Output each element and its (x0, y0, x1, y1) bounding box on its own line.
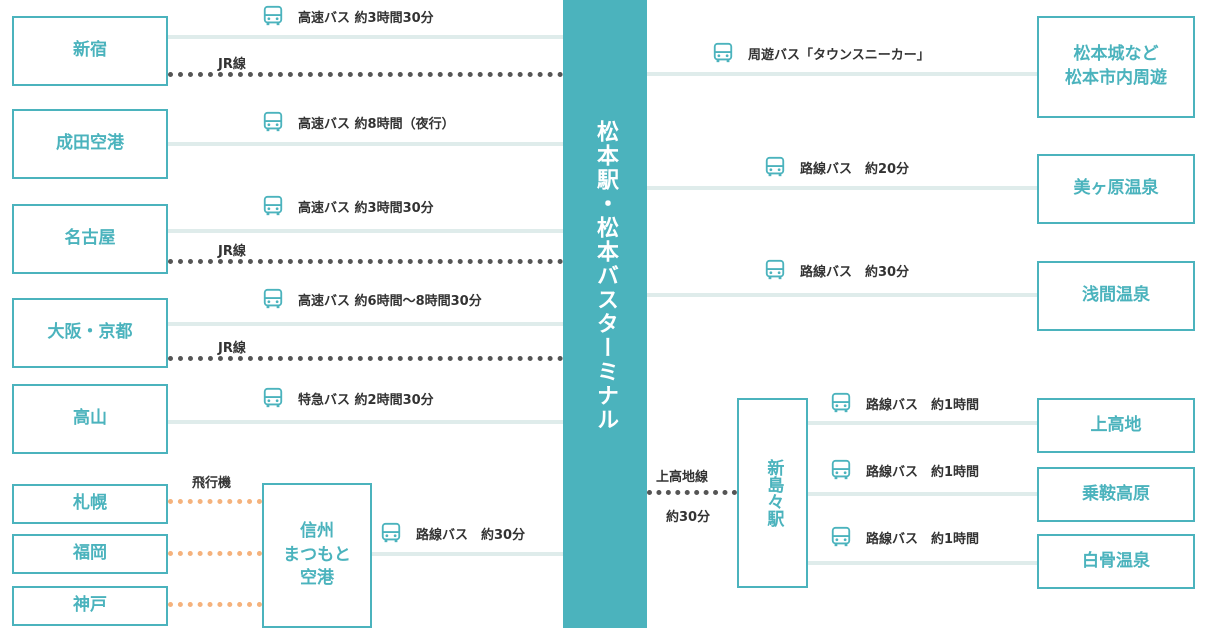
bus-icon (263, 387, 283, 408)
route-text: 特急バス 約2時間30分 (298, 392, 434, 408)
origin-label: 名古屋 (64, 228, 116, 249)
dest-asama-onsen[interactable]: 浅間温泉 (1037, 261, 1195, 331)
bus-icon (765, 156, 785, 177)
origin-kobe[interactable]: 神戸 (12, 586, 168, 626)
route-line (168, 322, 563, 326)
kamikochi-line (647, 490, 737, 495)
origin-label: 福岡 (73, 543, 107, 564)
dest-label: 上高地 (1090, 414, 1142, 435)
jr-label: JR線 (218, 57, 246, 72)
origin-takayama[interactable]: 高山 (12, 384, 168, 454)
station-label: 新島々駅 (763, 459, 784, 527)
matsumoto-hub: 松本駅・松本バスターミナル (563, 0, 647, 628)
bus-icon (831, 459, 851, 480)
route-line (647, 293, 1037, 297)
route-text: 高速バス 約3時間30分 (298, 10, 434, 26)
origin-narita-airport[interactable]: 成田空港 (12, 109, 168, 179)
route-label: 高速バス 約3時間30分 (262, 5, 434, 27)
origin-nagoya[interactable]: 名古屋 (12, 204, 168, 274)
route-text: 路線バス 約1時間 (866, 397, 980, 413)
bus-icon (263, 195, 283, 216)
route-text: 路線バス 約1時間 (866, 531, 980, 547)
route-label: 路線バス 約1時間 (830, 526, 979, 548)
flight-line (168, 499, 262, 504)
route-text: 高速バス 約8時間（夜行） (298, 116, 455, 132)
route-text: 路線バス 約20分 (800, 161, 910, 177)
origin-label: 神戸 (73, 595, 107, 616)
route-label: 路線バス 約30分 (380, 522, 525, 544)
route-text: 路線バス 約1時間 (866, 464, 980, 480)
route-line (808, 492, 1037, 496)
bus-icon (263, 111, 283, 132)
bus-icon (381, 522, 401, 543)
origin-label: 大阪・京都 (47, 322, 133, 343)
route-label: 高速バス 約8時間（夜行） (262, 111, 455, 133)
route-line (647, 72, 1037, 76)
route-line (168, 229, 563, 233)
route-line (647, 186, 1037, 190)
route-line (370, 552, 563, 556)
route-text: 周遊バス「タウンスニーカー」 (748, 47, 930, 63)
dest-kamikochi[interactable]: 上高地 (1037, 398, 1195, 453)
hub-label: 松本駅・松本バスターミナル (593, 120, 618, 432)
route-label: 高速バス 約6時間〜8時間30分 (262, 288, 482, 310)
airport-label: 信州 まつもと 空港 (283, 520, 351, 589)
kamikochi-line-label: 上高地線 (656, 470, 709, 485)
jr-label: JR線 (218, 341, 246, 356)
jr-line (168, 356, 563, 361)
origin-fukuoka[interactable]: 福岡 (12, 534, 168, 574)
origin-label: 高山 (73, 408, 107, 429)
route-label: 路線バス 約1時間 (830, 392, 979, 414)
dest-matsumoto-city[interactable]: 松本城など 松本市内周遊 (1037, 16, 1195, 118)
flight-label: 飛行機 (192, 476, 232, 491)
jr-line (168, 259, 563, 264)
shinshu-matsumoto-airport[interactable]: 信州 まつもと 空港 (262, 483, 372, 628)
bus-icon (831, 392, 851, 413)
route-line (168, 420, 563, 424)
route-line (168, 142, 563, 146)
origin-shinjuku[interactable]: 新宿 (12, 16, 168, 86)
jr-label: JR線 (218, 244, 246, 259)
route-text: 路線バス 約30分 (416, 527, 526, 543)
route-text: 路線バス 約30分 (800, 264, 910, 280)
route-label: 路線バス 約1時間 (830, 459, 979, 481)
dest-label: 松本城など 松本市内周遊 (1065, 44, 1167, 88)
route-text: 高速バス 約3時間30分 (298, 200, 434, 216)
route-line (168, 35, 563, 39)
origin-label: 新宿 (73, 40, 107, 61)
jr-line (168, 72, 563, 77)
bus-icon (263, 288, 283, 309)
route-line (808, 421, 1037, 425)
route-label: 路線バス 約30分 (764, 259, 909, 281)
route-label: 高速バス 約3時間30分 (262, 195, 434, 217)
bus-icon (765, 259, 785, 280)
bus-icon (263, 5, 283, 26)
flight-line (168, 602, 262, 607)
dest-utsukushigahara-onsen[interactable]: 美ヶ原温泉 (1037, 154, 1195, 224)
route-line (808, 561, 1037, 565)
route-text: 高速バス 約6時間〜8時間30分 (298, 293, 482, 309)
dest-label: 乗鞍高原 (1082, 483, 1150, 504)
route-label: 周遊バス「タウンスニーカー」 (712, 42, 930, 64)
dest-shirahone-onsen[interactable]: 白骨温泉 (1037, 534, 1195, 589)
origin-osaka-kyoto[interactable]: 大阪・京都 (12, 298, 168, 368)
bus-icon (831, 526, 851, 547)
dest-norikura-kogen[interactable]: 乗鞍高原 (1037, 467, 1195, 522)
origin-label: 成田空港 (56, 133, 124, 154)
route-label: 特急バス 約2時間30分 (262, 387, 434, 409)
shin-shimashima-station[interactable]: 新島々駅 (737, 398, 808, 588)
flight-line (168, 551, 262, 556)
kamikochi-line-duration: 約30分 (666, 510, 711, 525)
origin-label: 札幌 (73, 493, 107, 514)
dest-label: 浅間温泉 (1082, 285, 1150, 306)
dest-label: 美ヶ原温泉 (1073, 178, 1159, 199)
route-label: 路線バス 約20分 (764, 156, 909, 178)
bus-icon (713, 42, 733, 63)
origin-sapporo[interactable]: 札幌 (12, 484, 168, 524)
dest-label: 白骨温泉 (1082, 550, 1150, 571)
